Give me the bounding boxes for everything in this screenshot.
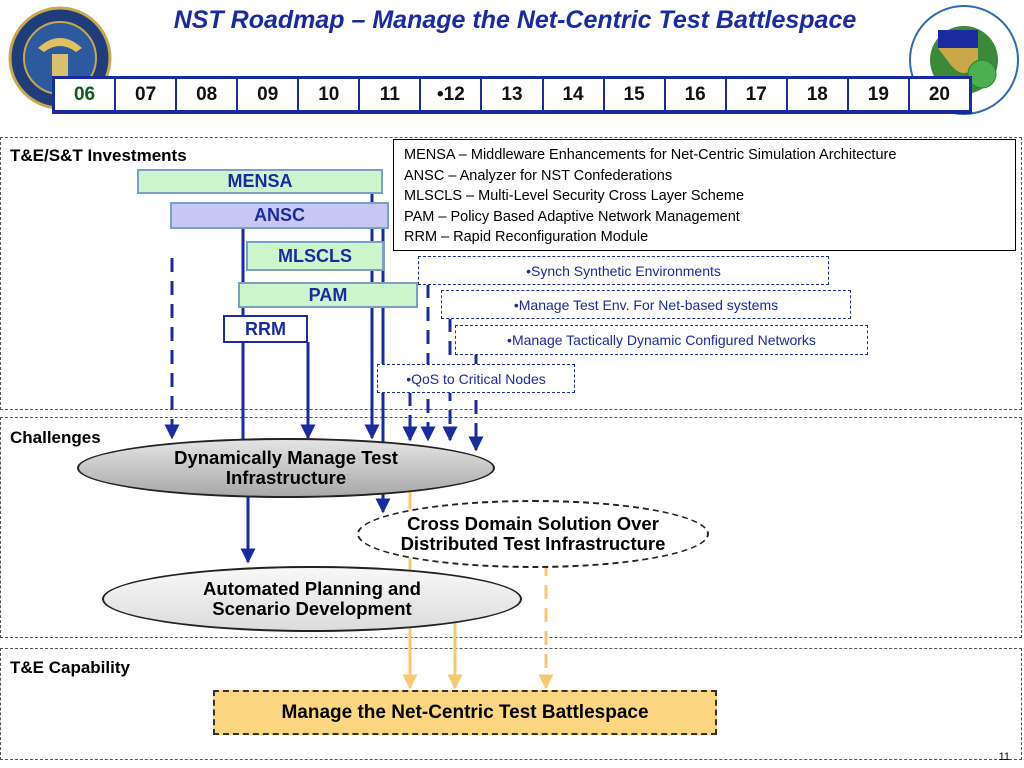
year-cell: 14: [544, 79, 605, 110]
pam-bar: PAM: [238, 282, 418, 308]
year-timeline: 06 07 08 09 10 11 •12 13 14 15 16 17 18 …: [52, 76, 972, 114]
year-cell: 10: [299, 79, 361, 110]
legend-item: ANSC – Analyzer for NST Confederations: [404, 167, 673, 184]
automated-challenge: Automated Planning and Scenario Developm…: [102, 566, 522, 632]
year-cell: 06: [55, 79, 117, 110]
year-cell: 09: [238, 79, 300, 110]
mensa-bar: MENSA: [137, 169, 383, 194]
year-cell: 08: [177, 79, 239, 110]
page-title: NST Roadmap – Manage the Net-Centric Tes…: [173, 6, 857, 34]
synch-bullet: •Synch Synthetic Environments: [418, 256, 829, 285]
year-cell: 16: [666, 79, 727, 110]
year-cell: 17: [727, 79, 788, 110]
challenges-section: [0, 417, 1022, 638]
year-cell: •12: [421, 79, 483, 110]
year-cell: 07: [116, 79, 178, 110]
cross-domain-challenge: Cross Domain Solution Over Distributed T…: [357, 500, 709, 568]
legend-item: PAM – Policy Based Adaptive Network Mana…: [404, 208, 740, 225]
qos-bullet: •QoS to Critical Nodes: [377, 364, 575, 393]
legend-item: MLSCLS – Multi-Level Security Cross Laye…: [404, 188, 745, 204]
legend-item: RRM – Rapid Reconfiguration Module: [404, 229, 649, 245]
tactical-bullet: •Manage Tactically Dynamic Configured Ne…: [455, 325, 868, 355]
investments-label: T&E/S&T Investments: [10, 146, 187, 165]
capability-label: T&E Capability: [10, 658, 130, 677]
year-cell: 11: [360, 79, 422, 110]
mlscls-bar: MLSCLS: [246, 241, 384, 271]
page-number: 11: [998, 751, 1010, 763]
legend-item: MENSA – Middleware Enhancements for Net-…: [404, 147, 897, 163]
acronym-legend: MENSA – Middleware Enhancements for Net-…: [393, 139, 1016, 251]
year-cell: 19: [849, 79, 910, 110]
challenges-label: Challenges: [10, 428, 101, 447]
investments-section: [0, 137, 1022, 410]
year-cell: 20: [928, 83, 950, 105]
year-cell: 13: [482, 79, 544, 110]
ansc-bar: ANSC: [170, 202, 389, 229]
rrm-bar: RRM: [223, 315, 308, 343]
capability-box: Manage the Net-Centric Test Battlespace: [213, 690, 717, 735]
capability-section: [0, 648, 1022, 760]
year-cell: 15: [605, 79, 666, 110]
year-cell: 18: [788, 79, 849, 110]
dynamic-challenge: Dynamically Manage Test Infrastructure: [77, 438, 495, 498]
manage-env-bullet: •Manage Test Env. For Net-based systems: [441, 290, 851, 319]
